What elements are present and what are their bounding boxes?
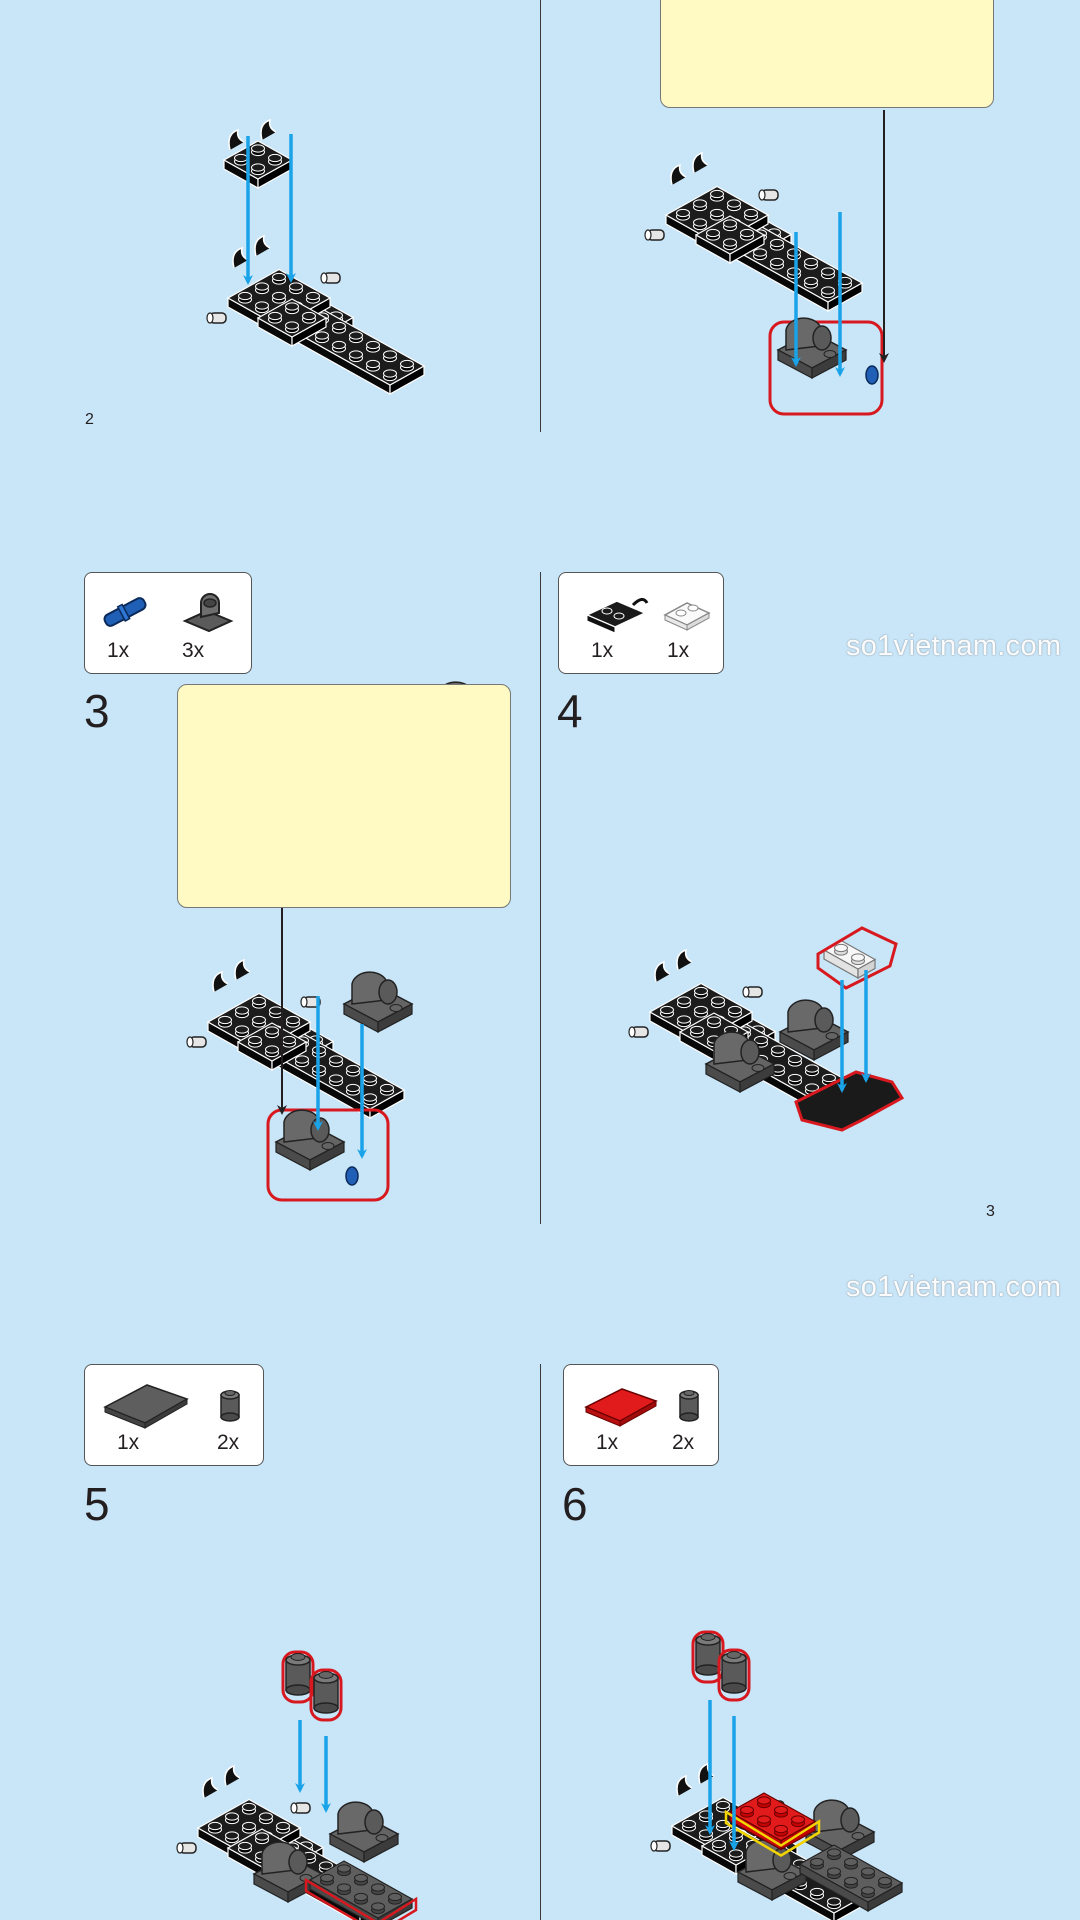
step-2b-hinge-assembly [768,317,884,416]
step-2-model [206,234,426,396]
watermark-1: so1vietnam.com [846,630,1062,662]
dark-gray-round-brick-icon [220,1390,240,1422]
step-6-number: 6 [562,1478,588,1530]
step-6-part-2-qty: 2x [672,1431,695,1454]
step-4-white-plate [816,926,898,990]
step-3-parts-list: 1x 3x [84,572,252,674]
step-6-red-plate [724,1792,821,1857]
step-4-part-1-qty: 1x [591,639,614,662]
divider-top [540,0,541,432]
black-bracket-piece-icon [585,598,649,634]
page-number-right: 3 [986,1203,995,1220]
step-6-part-1-qty: 1x [596,1431,619,1454]
step-4-part-2-qty: 1x [667,639,690,662]
step-5-number: 5 [84,1478,110,1530]
step-5-part-1-qty: 1x [117,1431,140,1454]
red-plate-2x3-icon [584,1388,658,1427]
blue-axle-pin-icon [103,597,147,627]
step-2b-model [644,151,864,313]
page-number-left: 2 [85,411,94,428]
step-2-callout [660,0,994,108]
step-3-number: 3 [84,685,110,737]
step-3-model [186,958,414,1120]
step-4-parts-list: 1x 1x [558,572,724,674]
step-4-number: 4 [557,685,583,737]
step-4-model [628,948,850,1110]
step-3-callout [177,684,511,908]
step-5-part-2-qty: 2x [217,1431,240,1454]
step-3-part-1-qty: 1x [107,639,130,662]
step-3-part-2-qty: 3x [182,639,205,662]
step-2-top-plate [222,118,294,190]
watermark-2: so1vietnam.com [846,1271,1062,1303]
step-3-hinge-assembly [266,1108,390,1202]
step-5-parts-list: 1x 2x [84,1364,264,1466]
step-5-round-bricks [281,1650,343,1722]
dark-gray-round-brick-icon [679,1390,699,1422]
divider-middle [540,572,541,1224]
step-6-parts-list: 1x 2x [563,1364,719,1466]
dark-gray-hinge-brick-icon [182,593,234,633]
step-5-gray-plate [304,1860,418,1920]
step-6-round-bricks [691,1630,751,1702]
white-plate-1x2-icon [663,602,711,631]
divider-bottom [540,1364,541,1920]
dark-gray-plate-2x4-icon [103,1384,189,1429]
